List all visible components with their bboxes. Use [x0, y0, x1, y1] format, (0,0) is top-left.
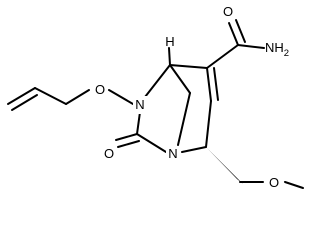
bond-vinyl-terminal-double-a: [7, 87, 36, 105]
n1-label-bg: [166, 147, 180, 165]
label-layer: N O O N O NH2 O H: [93, 3, 289, 192]
nh2-atom-subscript: 2: [284, 48, 289, 59]
o-ether-label-bg: [93, 81, 107, 99]
bond-c5-to-c8: [169, 64, 191, 94]
o-amide-atom-label: O: [223, 4, 233, 19]
bond-c5-to-h-stereo: [168, 47, 171, 66]
bond-c8-to-n1: [177, 92, 191, 146]
bond-amide-carbonyl-double-b: [235, 19, 246, 43]
bond-n6-to-c5: [144, 64, 171, 98]
molecule-structure-diagram: N O O N O NH2 O H: [7, 3, 304, 192]
bond-c4-to-c3-double-a: [206, 67, 212, 102]
o-amide-label-bg: [221, 3, 235, 21]
bond-c7-to-n1: [136, 133, 167, 153]
o-ether-atom-label: O: [95, 82, 105, 97]
bond-c4-to-c3-double-b: [213, 67, 219, 101]
o-carbonyl-label-bg: [102, 146, 116, 164]
h-stereo-atom-label: H: [165, 34, 174, 49]
bond-amide-carbonyl-double-a: [228, 22, 239, 46]
bond-c4-to-c-amide: [206, 44, 239, 69]
o-methoxy-atom-label: O: [269, 175, 279, 190]
bond-c5-to-c4: [169, 64, 208, 69]
bond-c2-to-ch2-wedge: [206, 147, 243, 184]
bond-vinyl-terminal-double-b: [11, 94, 38, 111]
bond-c-amide-to-nh2: [237, 44, 265, 49]
bond-ch2-to-o-ether: [65, 89, 90, 105]
n6-atom-label: N: [135, 97, 144, 112]
n1-atom-label: N: [168, 146, 177, 161]
bond-c2-to-n1: [181, 146, 207, 153]
nh2-atom-symbol: NH: [265, 40, 284, 55]
nh2-atom-label: NH2: [265, 40, 289, 59]
bond-o-methoxy-to-ch3: [284, 181, 304, 189]
n6-label-bg: [133, 96, 147, 114]
bond-n6-to-c7: [136, 111, 141, 135]
stereo-layer: [168, 47, 243, 184]
bond-vinyl-to-ch2: [34, 87, 67, 105]
o-carbonyl-atom-label: O: [104, 146, 114, 161]
bond-c3-to-c2: [205, 100, 212, 148]
bond-layer: [7, 19, 304, 189]
o-methoxy-label-bg: [266, 174, 282, 192]
bond-c7-carbonyl-double-a: [115, 133, 138, 141]
bond-o-ether-to-n6: [108, 89, 134, 105]
bond-c7-carbonyl-double-b: [117, 140, 140, 148]
